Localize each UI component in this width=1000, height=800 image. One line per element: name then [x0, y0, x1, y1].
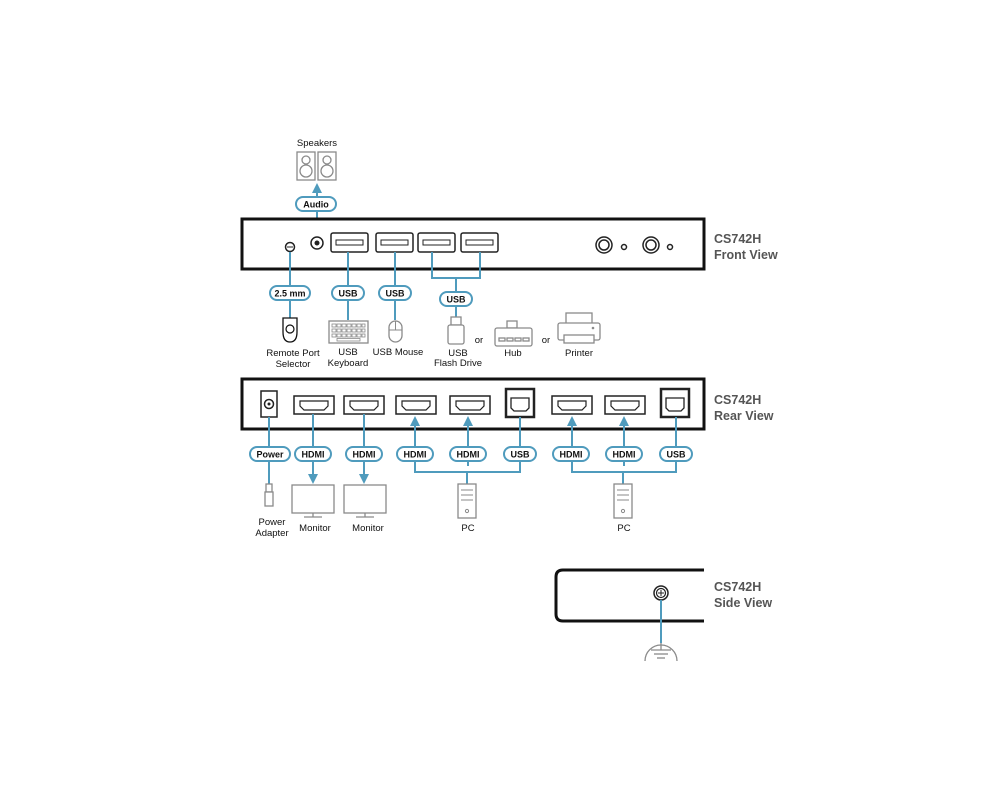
- side-view-model: CS742H: [714, 580, 761, 594]
- pc2-label: PC: [617, 523, 630, 534]
- remote-label-line2: Selector: [276, 359, 311, 370]
- hdmi-pc2b-pill: HDMI: [605, 446, 643, 462]
- usb-hub-pill: USB: [439, 291, 473, 307]
- hdmi-pc2b-pill-label: HDMI: [613, 450, 636, 460]
- hub-label: Hub: [504, 348, 521, 359]
- power-adapter-label-line2: Adapter: [255, 528, 288, 539]
- flash-drive-label-line2: Flash Drive: [434, 358, 482, 369]
- audio-jack: [310, 236, 324, 250]
- hdmi-pc2a-pill: HDMI: [552, 446, 590, 462]
- flash-drive-label-line1: USB: [448, 348, 468, 359]
- keyboard-pill-label: USB: [338, 289, 358, 299]
- hdmi-port-pc1-b: [449, 395, 491, 415]
- mouse-label: USB Mouse: [373, 347, 424, 358]
- hdmi-out2-pill: HDMI: [345, 446, 383, 462]
- pc1-bracket: [414, 466, 521, 473]
- usb-hub-pill-label: USB: [446, 295, 466, 305]
- hdmi-out2-pill-label: HDMI: [353, 450, 376, 460]
- rear-view-model: CS742H: [714, 393, 761, 407]
- front-view-model: CS742H: [714, 232, 761, 246]
- keyboard-label-line2: Keyboard: [328, 358, 369, 369]
- hdmi-pc1b-pill-label: HDMI: [457, 450, 480, 460]
- usb-pc2-pill-label: USB: [666, 450, 686, 460]
- monitor1-label: Monitor: [299, 523, 331, 534]
- usb-b-port-pc1: [504, 387, 536, 419]
- speakers-label: Speakers: [297, 138, 337, 149]
- speakers-icon: [296, 151, 337, 181]
- mouse-pill: USB: [378, 285, 412, 301]
- mouse-pill-label: USB: [385, 289, 405, 299]
- hdmi-out1-pill-label: HDMI: [302, 450, 325, 460]
- keyboard-pill: USB: [331, 285, 365, 301]
- usb-pc1-pill-label: USB: [510, 450, 530, 460]
- rear-view-title: Rear View: [714, 409, 774, 423]
- hdmi-pc1a-pill-label: HDMI: [404, 450, 427, 460]
- ground-symbol-icon: [644, 643, 678, 662]
- usb-b-port-pc2: [659, 387, 691, 419]
- power-jack: [260, 390, 278, 418]
- printer-icon: [557, 312, 601, 344]
- remote-pill: 2.5 mm: [269, 285, 311, 301]
- pc1-label: PC: [461, 523, 474, 534]
- hdmi-out1-pill: HDMI: [294, 446, 332, 462]
- hdmi-pc1a-pill: HDMI: [396, 446, 434, 462]
- printer-label: Printer: [565, 348, 593, 359]
- port-select-button-1: [595, 236, 628, 254]
- side-view-title: Side View: [714, 596, 772, 610]
- mouse-icon: [388, 320, 403, 343]
- ground-screw-icon: [653, 585, 669, 601]
- or-label-2: or: [542, 335, 550, 346]
- usb-pc1-pill: USB: [503, 446, 537, 462]
- remote-selector-icon: [282, 317, 298, 343]
- remote-port: [284, 241, 296, 253]
- hdmi-port-out-2: [343, 395, 385, 415]
- hdmi-port-pc2-a: [551, 395, 593, 415]
- monitor-icon-1: [291, 484, 335, 518]
- pc2-bracket: [571, 466, 677, 473]
- or-label-1: or: [475, 335, 483, 346]
- remote-label-line1: Remote Port: [266, 348, 320, 359]
- hub-icon: [494, 320, 533, 347]
- pc-tower-icon-2: [613, 483, 633, 519]
- power-pill: Power: [249, 446, 291, 462]
- hdmi-pc2a-pill-label: HDMI: [560, 450, 583, 460]
- power-adapter-icon: [264, 483, 274, 507]
- monitor-icon-2: [343, 484, 387, 518]
- rear-view: CS742H Rear View Power Power Adapter HDM…: [240, 377, 774, 539]
- monitor2-label: Monitor: [352, 523, 384, 534]
- front-view: Speakers Audio: [240, 138, 778, 370]
- remote-pill-label: 2.5 mm: [274, 289, 305, 299]
- flash-drive-icon: [447, 316, 465, 345]
- hdmi-port-out-1: [293, 395, 335, 415]
- port-select-button-2: [642, 236, 674, 254]
- audio-pill: Audio: [295, 196, 337, 212]
- hdmi-port-pc2-b: [604, 395, 646, 415]
- power-pill-label: Power: [256, 450, 284, 460]
- side-chassis: [554, 568, 704, 623]
- usb-pc2-pill: USB: [659, 446, 693, 462]
- pc-tower-icon-1: [457, 483, 477, 519]
- hdmi-pc1b-pill: HDMI: [449, 446, 487, 462]
- power-adapter-label-line1: Power: [259, 517, 286, 528]
- hdmi-port-pc1-a: [395, 395, 437, 415]
- side-view: CS742H Side View: [554, 568, 772, 662]
- keyboard-icon: [328, 320, 369, 344]
- audio-pill-label: Audio: [303, 200, 329, 210]
- keyboard-label-line1: USB: [338, 347, 358, 358]
- front-view-title: Front View: [714, 248, 778, 262]
